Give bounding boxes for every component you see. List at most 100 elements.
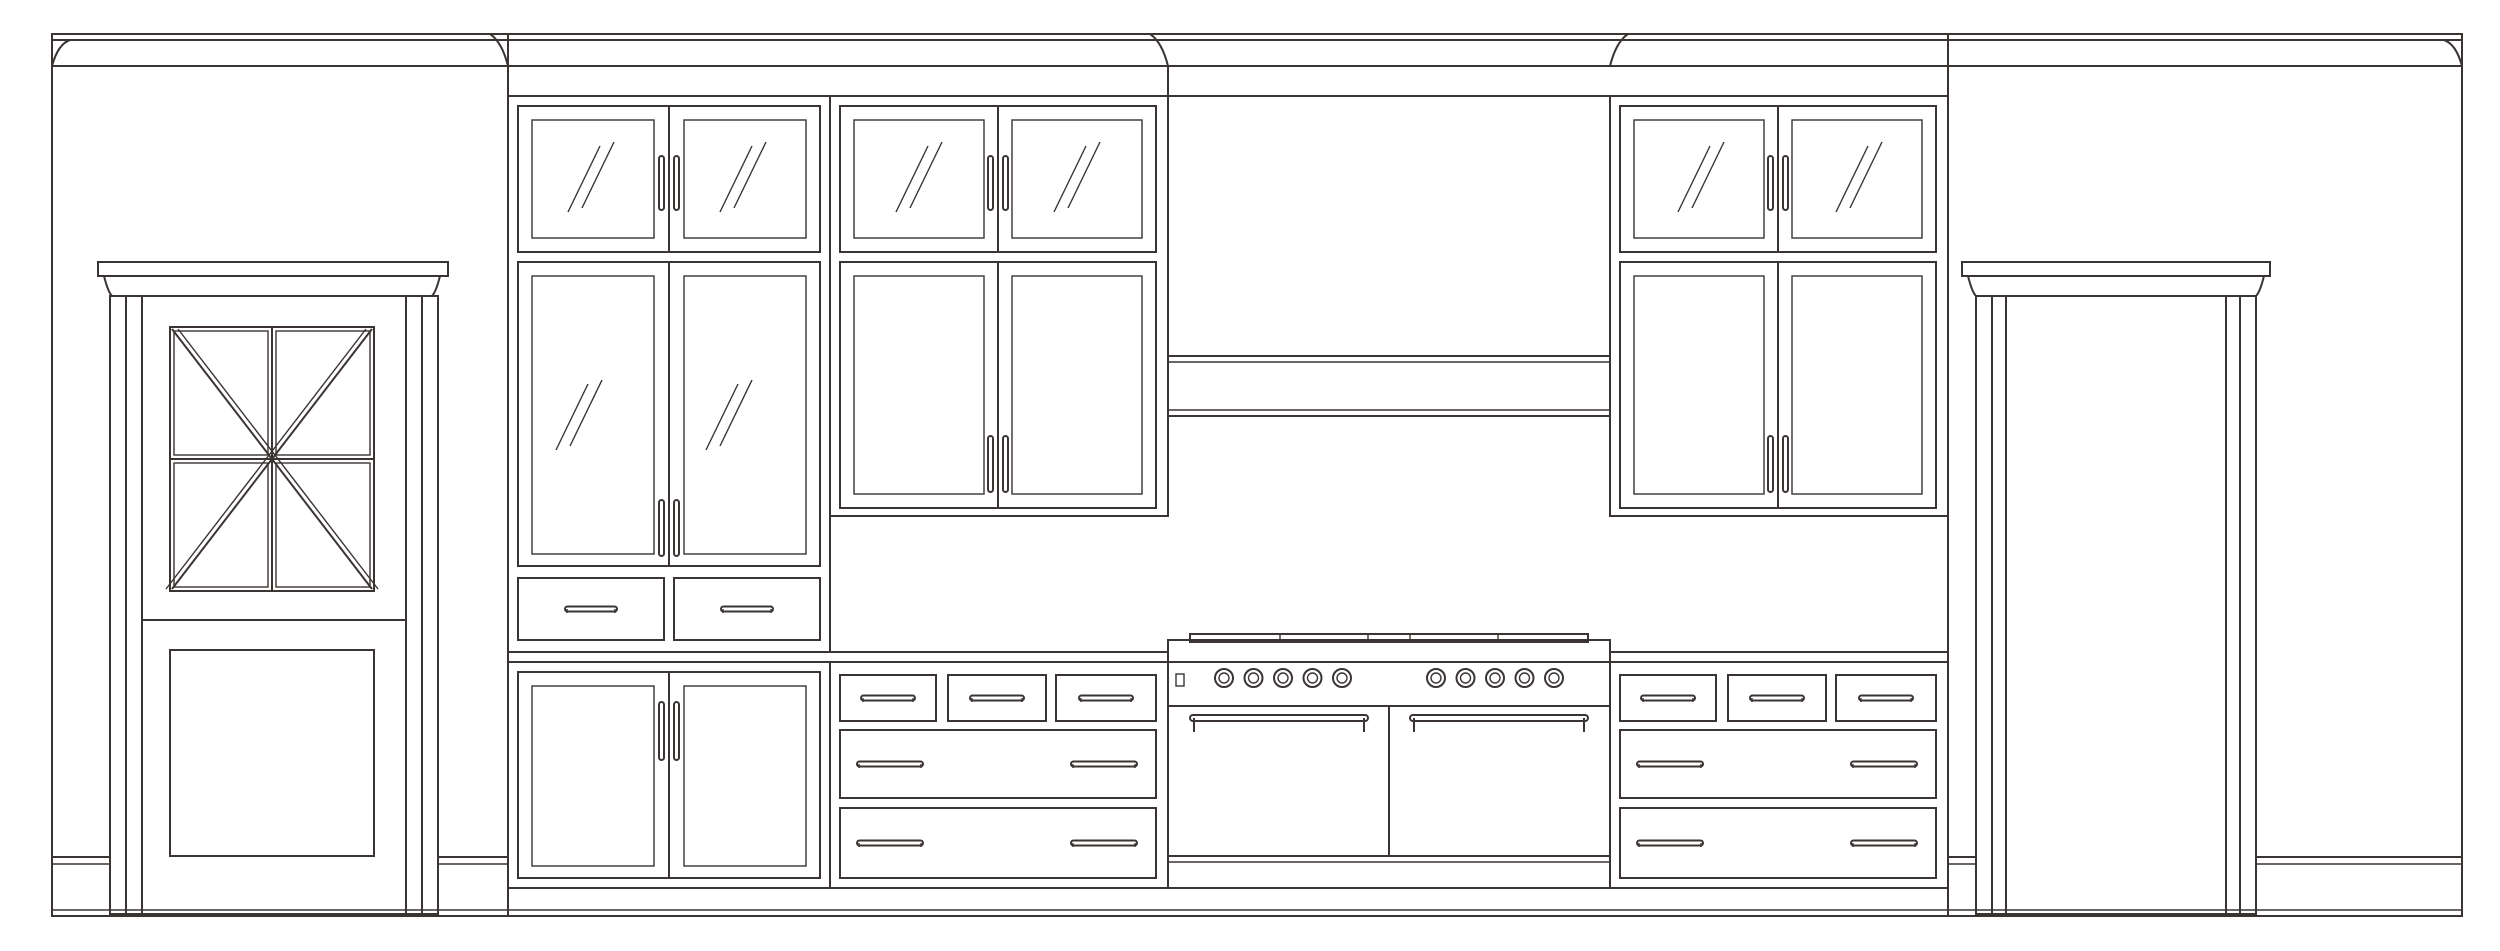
pull-bar [856, 760, 924, 768]
glass-stripe [1677, 145, 1711, 213]
pull-bar [1070, 760, 1138, 768]
glass-stripe [1067, 141, 1101, 209]
glass-stripe [733, 141, 767, 209]
pull-bar [564, 605, 618, 613]
knob-center [1306, 672, 1319, 684]
cabinet-handles [564, 155, 1918, 847]
door-pull [1002, 435, 1009, 493]
glass-stripe [581, 141, 615, 209]
glass-stripe [1053, 145, 1087, 213]
drawer-pull [720, 605, 774, 613]
knob-icon [1332, 668, 1352, 688]
pull-bar [1078, 694, 1134, 702]
knob-center [1459, 672, 1472, 684]
glass-stripe [719, 145, 753, 213]
knob-icon [1426, 668, 1446, 688]
knob-icon [1243, 668, 1264, 688]
door-pull-pair [658, 701, 680, 761]
pull-bar [969, 694, 1025, 702]
glass-stripe [567, 145, 601, 213]
knob-center [1518, 672, 1531, 684]
knob-center [1489, 672, 1501, 684]
pull-bar [1636, 760, 1704, 768]
glass-stripe [555, 383, 589, 451]
drawer-pull [860, 694, 916, 702]
door-pull [1002, 155, 1009, 211]
drawer-pull [1858, 694, 1914, 702]
pull-bar [720, 605, 774, 613]
pull-bar [1070, 839, 1138, 847]
tall-pantry-cabinet [507, 95, 831, 653]
glass-stripe [569, 379, 603, 447]
left-door [52, 261, 508, 915]
knob-icon [1514, 668, 1535, 688]
glass-stripe [909, 141, 943, 209]
oven-handle [1189, 714, 1369, 732]
pull-bar [1636, 839, 1704, 847]
range-knobs [1214, 668, 1564, 688]
range [1167, 633, 1611, 889]
door-pull [658, 701, 665, 761]
pull-bar [1640, 694, 1696, 702]
knob-center [1336, 672, 1348, 684]
knob-icon [1302, 668, 1323, 688]
pull-bar [1858, 694, 1914, 702]
glass-stripe [705, 383, 739, 451]
drawer-pull [1850, 839, 1918, 847]
knob-icon [1214, 668, 1234, 688]
pull-bar [1850, 839, 1918, 847]
door-pull-pair [987, 155, 1009, 211]
oven-handle [1409, 714, 1589, 732]
drawer-pull [969, 694, 1025, 702]
upper-cabinet-left [829, 95, 1169, 517]
crown-molding [51, 33, 2463, 916]
knob-center [1218, 672, 1230, 684]
upper-cabinet-right [1609, 95, 1949, 517]
glass-stripe [1849, 141, 1883, 209]
wall-outline [51, 33, 2463, 917]
door-pull [673, 701, 680, 761]
door-pull [658, 499, 665, 557]
drawer-pull [1850, 760, 1918, 768]
door-pull [1767, 155, 1774, 211]
knob-icon [1485, 668, 1505, 688]
drawer-pull [1078, 694, 1134, 702]
right-doorway [1948, 261, 2462, 915]
knob-icon [1544, 668, 1564, 688]
door-pull [1767, 435, 1774, 493]
door-pull-pair [658, 155, 680, 211]
glass-stripe [1691, 141, 1725, 209]
drawer-pull [856, 839, 924, 847]
knob-icon [1455, 668, 1476, 688]
door-pull [987, 435, 994, 493]
door-pull [673, 499, 680, 557]
drawer-pull [1636, 839, 1704, 847]
door-pull [658, 155, 665, 211]
door-pull-pair [1767, 435, 1789, 493]
glass-stripe [1835, 145, 1869, 213]
oven-handle-bar [1189, 714, 1369, 722]
door-pull-pair [1767, 155, 1789, 211]
range-hood [1167, 355, 1611, 417]
drawer-pull [1640, 694, 1696, 702]
door-pull [673, 155, 680, 211]
drawer-pull [1070, 760, 1138, 768]
pull-bar [1850, 760, 1918, 768]
door-pull [987, 155, 994, 211]
knob-center [1247, 672, 1260, 684]
drawer-pull [1636, 760, 1704, 768]
oven-handle-bar [1409, 714, 1589, 722]
glass-reflections [555, 141, 1883, 451]
glass-stripe [719, 379, 753, 447]
drawer-pull [1070, 839, 1138, 847]
glass-stripe [895, 145, 929, 213]
door-pull [1782, 155, 1789, 211]
knob-icon [1273, 668, 1293, 688]
base-cabinet-pantry [507, 661, 831, 889]
knob-center [1430, 672, 1442, 684]
pull-bar [860, 694, 916, 702]
countertops [507, 651, 1949, 663]
door-pull-pair [658, 499, 680, 557]
knob-center [1277, 672, 1289, 684]
